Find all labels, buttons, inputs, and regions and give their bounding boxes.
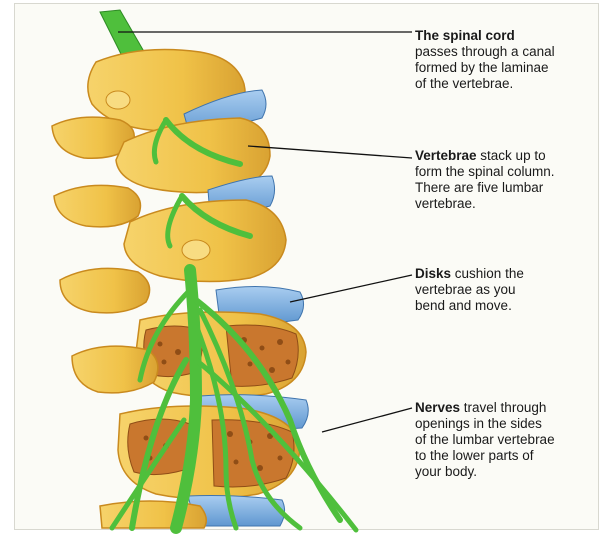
disks-line-2: bend and move. xyxy=(415,298,524,314)
disks-line-1: vertebrae as you xyxy=(415,282,524,298)
nerves-first-rest: travel through xyxy=(460,400,546,415)
spinal-cord-line-2: formed by the laminae xyxy=(415,60,555,76)
leader-disks xyxy=(290,275,412,302)
nerves-line-4: your body. xyxy=(415,464,555,480)
spinal-cord-line-1: passes through a canal xyxy=(415,44,555,60)
vertebrae-line-3: vertebrae. xyxy=(415,196,555,212)
term-nerves: Nerves xyxy=(415,400,460,415)
vertebrae-first-rest: stack up to xyxy=(477,148,546,163)
term-vertebrae: Vertebrae xyxy=(415,148,477,163)
callout-spinal-cord: The spinal cord passes through a canal f… xyxy=(415,28,555,92)
callout-nerves: Nerves travel through openings in the si… xyxy=(415,400,555,480)
vertebrae-line-1: form the spinal column. xyxy=(415,164,555,180)
callout-disks: Disks cushion the vertebrae as you bend … xyxy=(415,266,524,314)
nerves-line-1: openings in the sides xyxy=(415,416,555,432)
disks-first-rest: cushion the xyxy=(451,266,524,281)
vertebrae-line-2: There are five lumbar xyxy=(415,180,555,196)
leader-nerves xyxy=(322,408,412,432)
nerves-line-2: of the lumbar vertebrae xyxy=(415,432,555,448)
spinal-cord-line-3: of the vertebrae. xyxy=(415,76,555,92)
leader-vertebrae xyxy=(248,146,412,158)
term-disks: Disks xyxy=(415,266,451,281)
term-spinal-cord: The spinal cord xyxy=(415,28,515,43)
callout-vertebrae: Vertebrae stack up to form the spinal co… xyxy=(415,148,555,212)
nerves-line-3: to the lower parts of xyxy=(415,448,555,464)
